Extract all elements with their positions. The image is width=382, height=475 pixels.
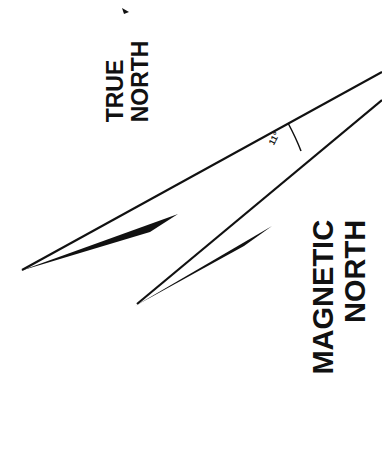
direction-label: TRUE NORTH bbox=[103, 26, 154, 122]
mark bbox=[122, 8, 129, 14]
direction-label: MAGNETIC NORTH bbox=[308, 220, 372, 416]
magnetic-north-head bbox=[135, 226, 272, 306]
true-north-head bbox=[20, 214, 178, 271]
angle-label: 11° bbox=[261, 119, 289, 159]
angle-arc bbox=[288, 123, 301, 151]
